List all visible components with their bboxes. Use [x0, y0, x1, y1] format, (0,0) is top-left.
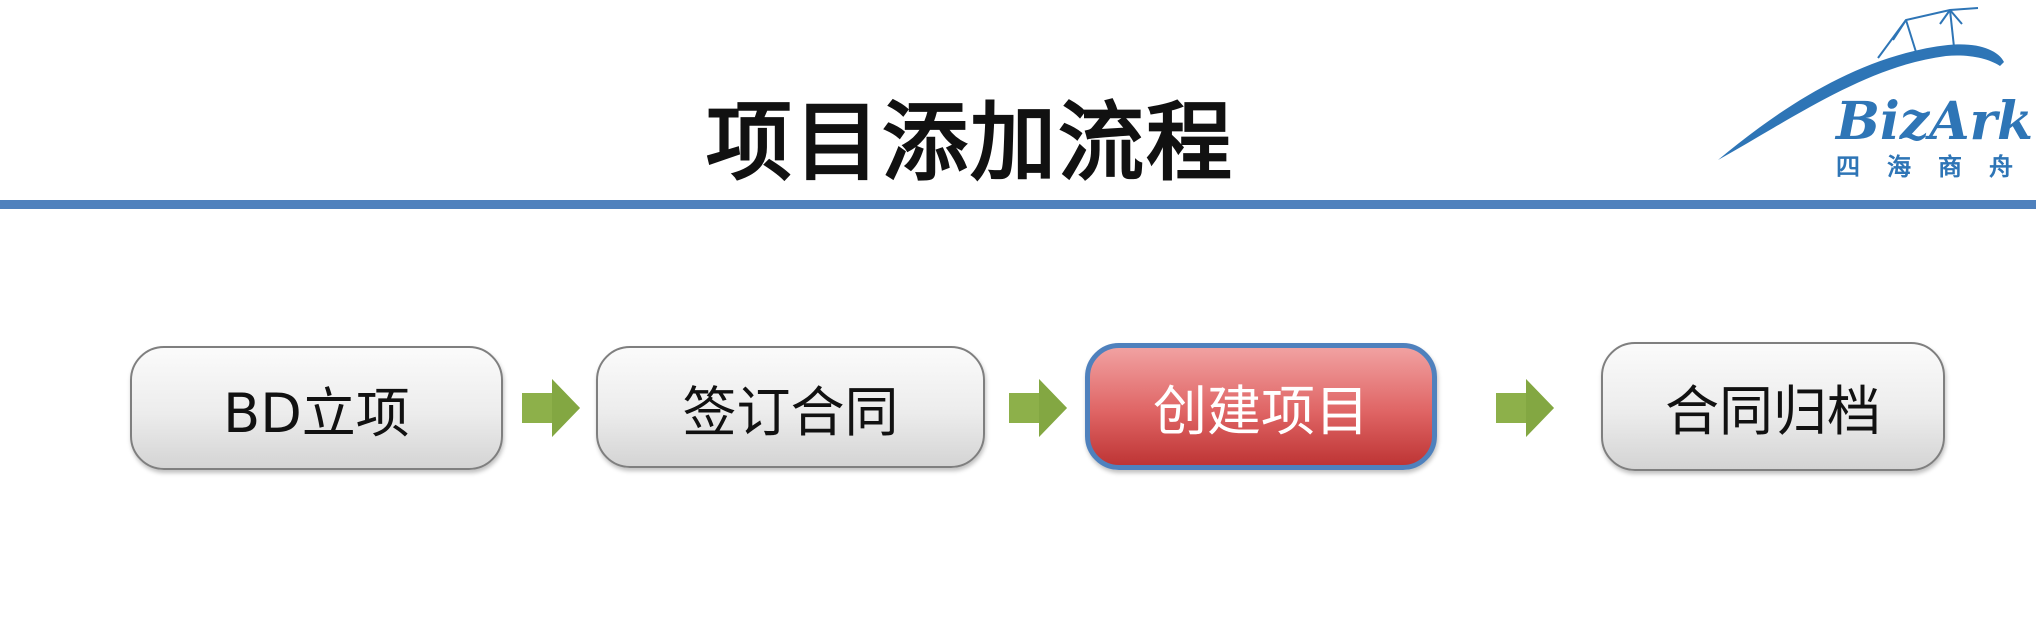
page-title: 项目添加流程 — [706, 93, 1234, 193]
header-divider — [0, 200, 2036, 209]
flow-step-label: 创建项目 — [1153, 380, 1369, 443]
bizark-logo-ship-icon — [1718, 0, 2018, 185]
flow-step-bd-project: BD立项 — [130, 346, 503, 470]
flow-step-create-project: 创建项目 — [1085, 343, 1437, 470]
flow-step-label: BD立项 — [223, 381, 410, 445]
logo-wordmark: BizArk — [1836, 91, 2034, 152]
flow-step-archive-contract: 合同归档 — [1601, 342, 1945, 471]
arrow-right-icon — [1496, 379, 1556, 437]
flow-step-sign-contract: 签订合同 — [596, 346, 985, 468]
arrow-right-icon — [522, 379, 582, 437]
flow-step-label: 签订合同 — [682, 380, 899, 444]
arrow-right-icon — [1009, 379, 1069, 437]
logo-subtitle: 四海商舟 — [1836, 153, 2036, 181]
flow-step-label: 合同归档 — [1665, 380, 1881, 443]
